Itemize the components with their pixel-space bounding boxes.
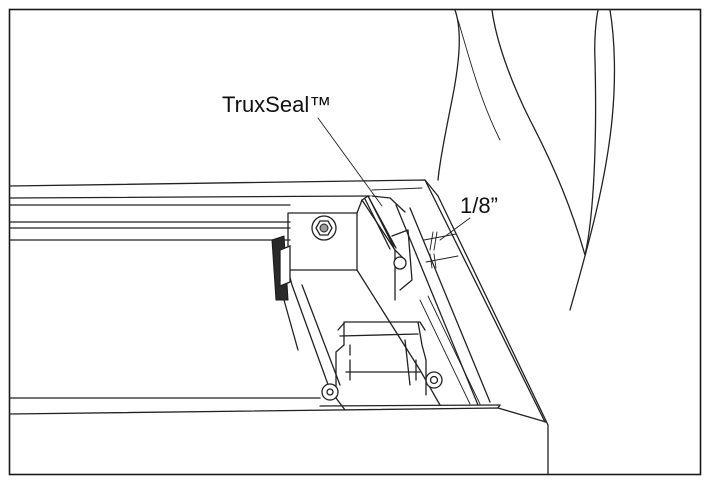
clamp-side-plate — [271, 235, 299, 351]
latch-assembly — [335, 321, 427, 399]
seal-label: TruxSeal™ — [222, 92, 331, 117]
truxseal-strip — [361, 195, 397, 251]
seal-leader-line — [317, 117, 383, 207]
gap-dimension-label: 1/8” — [460, 193, 498, 218]
diagram-frame — [8, 8, 702, 476]
channel-lines — [419, 295, 481, 405]
bolt-icon — [311, 215, 337, 241]
bed-bottom-rail — [9, 397, 547, 423]
nut-icon — [321, 371, 443, 401]
cover-panel — [437, 9, 616, 311]
rail-bracket — [391, 229, 413, 291]
gap-dimension-marks — [423, 217, 471, 269]
